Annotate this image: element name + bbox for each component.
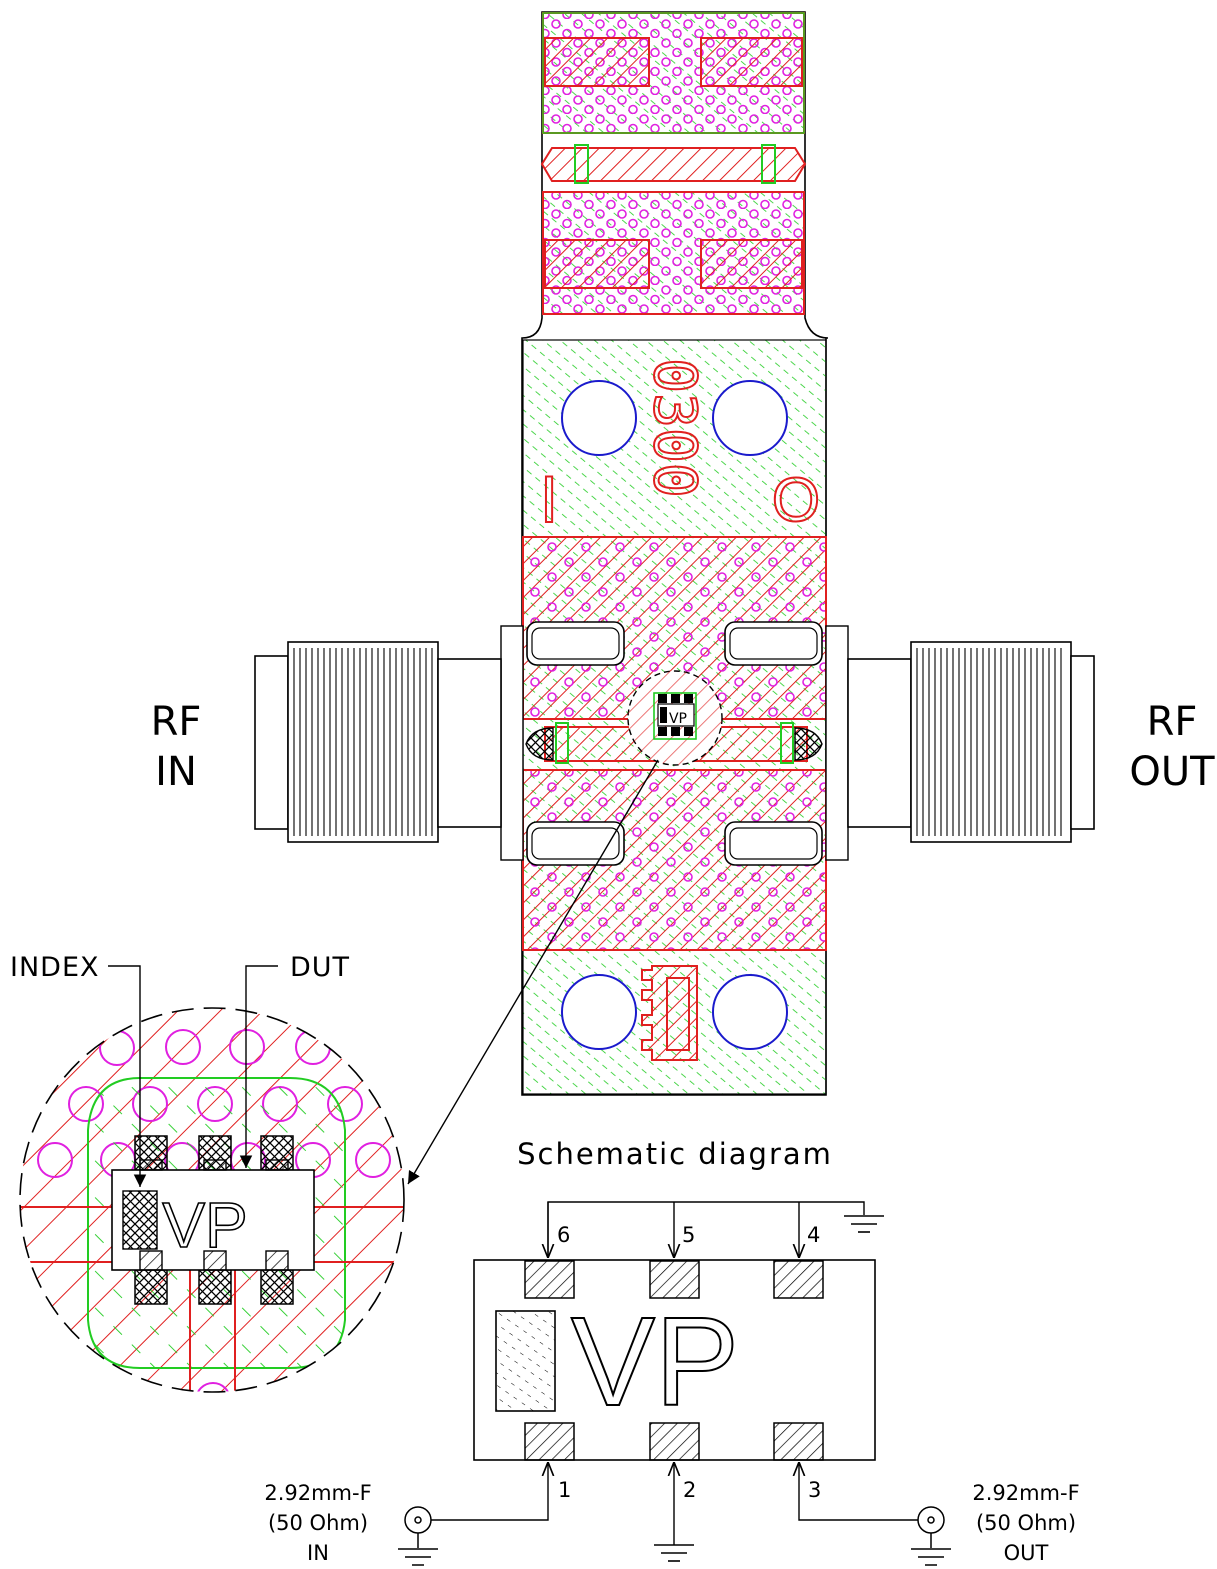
mount-hole bbox=[712, 380, 788, 456]
schematic-title: Schematic diagram bbox=[517, 1137, 833, 1171]
rf-in-connector bbox=[254, 641, 502, 843]
index-callout-label: INDEX bbox=[10, 952, 100, 983]
pin-3-label: 3 bbox=[808, 1478, 821, 1502]
rf-out-label-line2: OUT bbox=[1129, 749, 1215, 795]
magnify-leader bbox=[407, 759, 659, 1185]
dut-callout-label: DUT bbox=[290, 952, 350, 983]
connector-in-line2: (50 Ohm) bbox=[268, 1511, 368, 1535]
connector-in-line3: IN bbox=[307, 1541, 329, 1565]
magnified-dut-view: VP bbox=[19, 1007, 405, 1393]
connector-in-line1: 2.92mm-F bbox=[264, 1481, 371, 1505]
ground-symbol bbox=[654, 1544, 694, 1562]
pin-6-label: 6 bbox=[557, 1223, 570, 1247]
main-test-board: 0300 I O bbox=[500, 339, 849, 1095]
dut-marking-small: VP bbox=[669, 711, 687, 727]
connector-out-line1: 2.92mm-F bbox=[972, 1481, 1079, 1505]
rf-out-connector bbox=[847, 641, 1095, 843]
rf-in-label-line1: RF bbox=[151, 699, 202, 745]
schematic-dut-marking: VP bbox=[571, 1291, 739, 1432]
pin-5-label: 5 bbox=[682, 1223, 695, 1247]
mount-hole bbox=[712, 974, 788, 1050]
board-mark-right: O bbox=[772, 466, 820, 535]
pin-4-label: 4 bbox=[807, 1223, 820, 1247]
dut-callout-leader bbox=[239, 965, 278, 1168]
rf-out-label-line1: RF bbox=[1147, 699, 1198, 745]
connector-out-line2: (50 Ohm) bbox=[976, 1511, 1076, 1535]
connector-out-line3: OUT bbox=[1004, 1541, 1049, 1565]
board-label: 0300 bbox=[641, 358, 709, 498]
dut-marking: VP bbox=[162, 1189, 247, 1261]
coax-out-symbol bbox=[911, 1506, 951, 1566]
schematic-diagram: VP 6 5 4 1 2 3 bbox=[398, 1201, 951, 1566]
index-callout-leader bbox=[108, 965, 147, 1187]
pin-1-label: 1 bbox=[558, 1478, 571, 1502]
index-marker bbox=[122, 1190, 158, 1250]
ground-symbol bbox=[844, 1215, 884, 1233]
pin-2-label: 2 bbox=[683, 1478, 696, 1502]
board-mark-left: I bbox=[540, 462, 558, 536]
mount-hole bbox=[561, 974, 637, 1050]
rf-in-label-line2: IN bbox=[155, 749, 197, 795]
coax-in-symbol bbox=[398, 1506, 438, 1566]
mount-hole bbox=[561, 380, 637, 456]
